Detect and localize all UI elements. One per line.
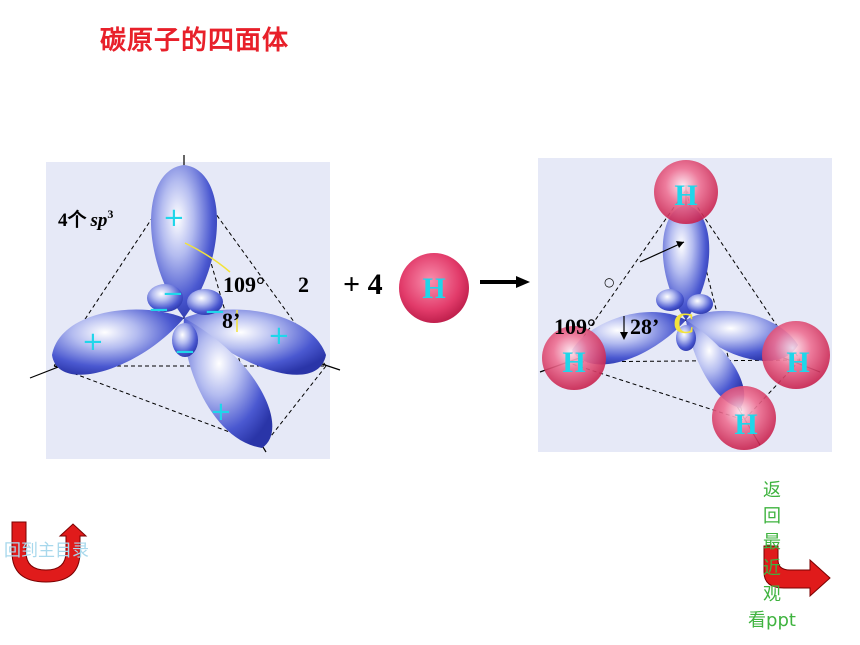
- angle-arc: [184, 242, 231, 273]
- methane-hydrogen-symbols: H H H H: [562, 179, 809, 441]
- minus-sign-right: −: [204, 297, 226, 327]
- hydrogen-symbol-left: H: [562, 346, 585, 379]
- small-circle-mark: ○: [604, 275, 614, 289]
- angle-pointer-line: [639, 241, 685, 263]
- angle-pointer-head: [676, 241, 684, 248]
- carbon-symbol: C: [673, 307, 695, 340]
- hydrogen-symbol-right: H: [786, 346, 809, 379]
- hydrogen-atom-top: [654, 160, 718, 224]
- hydrogen-symbol-top: H: [674, 179, 697, 212]
- recent-label-char-1: 返: [763, 480, 781, 501]
- hydrogen-atom-left: [542, 326, 606, 390]
- page-title: 碳原子的四面体: [100, 26, 290, 56]
- recent-label-char-3: 最: [763, 532, 781, 553]
- recent-label-char-4: 近: [763, 558, 781, 579]
- bond-angle-minutes-a: 2: [298, 272, 309, 297]
- plus-sign-top: +: [163, 203, 185, 233]
- plus-sign-left: +: [82, 327, 104, 357]
- hydrogen-atom-bottom: [712, 386, 776, 450]
- hydrogen-symbol-reactant: H: [422, 272, 445, 305]
- recent-label-char-2: 回: [763, 506, 781, 527]
- recent-label-char-5: 观: [763, 584, 781, 605]
- angle-tick-head: [620, 332, 628, 340]
- minus-sign-bottom: −: [174, 337, 196, 367]
- recent-label-char-6: 看ppt: [748, 610, 796, 631]
- bond-angle-degrees: 109°: [223, 272, 265, 297]
- reaction-arrow-head: [516, 276, 530, 288]
- hydrogen-coefficient: + 4: [343, 268, 383, 301]
- back-to-main-menu-link[interactable]: 回到主目录: [4, 541, 89, 561]
- recent-ppt-arrow-icon[interactable]: [763, 545, 831, 598]
- minus-sign-top: −: [162, 279, 184, 309]
- methane-bond-angle-degrees: 109°: [554, 314, 596, 339]
- hydrogen-atom-reactant: [399, 253, 469, 323]
- sp3-large-lobes: [52, 165, 326, 448]
- back-to-menu-arrow-icon[interactable]: [11, 521, 88, 583]
- minus-sign-left: −: [148, 295, 170, 325]
- return-recent-ppt-link[interactable]: 返 回 最 近 观 看ppt: [742, 478, 802, 634]
- sp3-small-lobes: [147, 284, 223, 357]
- bond-angle-minutes-b: 8’: [222, 308, 240, 333]
- plus-sign-right: +: [268, 321, 290, 351]
- hydrogen-atom-right: [762, 321, 830, 389]
- plus-sign-bottom: +: [210, 397, 232, 427]
- orbital-signs: + + + + − − − −: [82, 203, 290, 427]
- methane-bond-angle-minutes: 28’: [630, 314, 659, 339]
- methane-hydrogen-atoms: [542, 160, 830, 450]
- hydrogen-symbol-bottom: H: [734, 408, 757, 441]
